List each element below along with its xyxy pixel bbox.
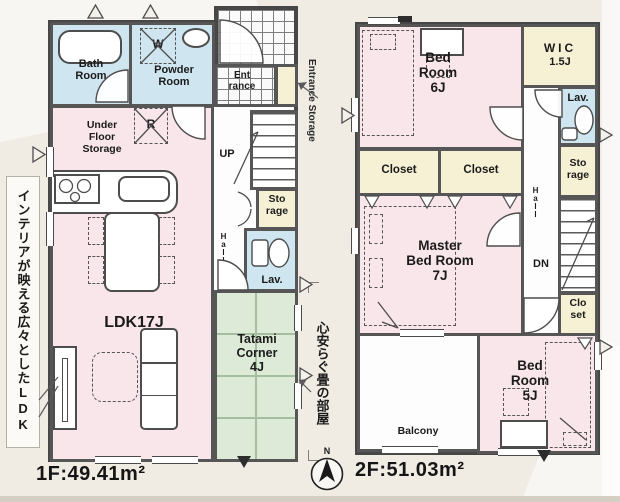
entrance-storage-annotation: Entrance Storage	[306, 58, 318, 142]
tv-board-inner	[62, 358, 68, 422]
compass-circle	[310, 457, 344, 491]
bed5-bed	[545, 342, 591, 448]
window	[46, 147, 54, 177]
vent-marker	[299, 275, 314, 294]
room-closet-small	[558, 292, 598, 336]
dining-chair	[159, 256, 175, 284]
stove	[54, 174, 100, 204]
entrance-porch	[214, 6, 298, 68]
vent-marker	[32, 145, 47, 164]
dining-table	[104, 212, 160, 292]
bg-bottom-strip	[0, 496, 620, 502]
room-tatami	[214, 290, 298, 462]
room-storage-1f	[256, 188, 298, 230]
room-balcony	[357, 333, 480, 452]
ldk-callout-box: インテリアが映える広々としたLDK	[6, 176, 40, 448]
room-lav-1f	[244, 228, 298, 292]
dining-chair	[88, 256, 104, 284]
sofa-cushion-divider	[142, 394, 176, 397]
coffee-table	[92, 352, 138, 402]
window	[351, 98, 359, 132]
floor1-area-label: 1F:49.41m²	[36, 463, 146, 485]
bed6-desk	[420, 28, 464, 56]
floor2-area-label: 2F:51.03m²	[355, 459, 465, 481]
bed5-desk	[500, 420, 548, 448]
tatami-callout-bracket-bottom	[308, 450, 319, 461]
tatami-callout-text: 心安らぐ畳の部屋	[314, 321, 330, 425]
room-lav-2f	[558, 86, 598, 146]
bathtub	[58, 30, 122, 64]
window	[594, 342, 602, 370]
room-closet-left	[357, 148, 441, 196]
compass	[310, 457, 344, 491]
bg-right-strip	[602, 0, 620, 502]
dining-chair	[88, 217, 104, 245]
master-pillow	[369, 214, 383, 244]
tatami-callout-bracket-top	[308, 282, 319, 293]
bed6-pillow	[370, 34, 396, 50]
room-closet-right	[438, 148, 524, 196]
window	[152, 456, 198, 464]
compass-north-label: N	[323, 446, 331, 456]
washing-machine	[140, 28, 176, 64]
window	[400, 329, 444, 337]
bed6-bed	[362, 30, 414, 136]
window	[46, 212, 54, 246]
refrigerator	[134, 108, 168, 144]
window	[382, 446, 438, 454]
vent-marker	[86, 3, 105, 19]
window	[351, 228, 359, 254]
bed5-chair	[503, 388, 529, 416]
entrance-storage-leader	[297, 82, 319, 99]
sofa	[140, 328, 178, 430]
room-wic	[521, 24, 598, 88]
bed5-pillow	[563, 432, 587, 446]
stairs-down-2f	[558, 196, 598, 294]
bed6-chair	[426, 60, 450, 78]
powder-sink	[182, 28, 210, 48]
window	[294, 383, 302, 409]
window	[498, 448, 548, 456]
dining-chair	[159, 217, 175, 245]
room-storage-2f	[558, 144, 598, 198]
vent-marker	[299, 366, 314, 385]
compass-needle	[319, 459, 335, 482]
window	[95, 456, 141, 464]
vent-marker	[599, 126, 614, 144]
tv-board	[53, 346, 77, 430]
entrance-inner	[214, 64, 277, 107]
stairs-up-1f	[250, 110, 298, 190]
ldk-callout-text: インテリアが映える広々としたLDK	[15, 189, 31, 433]
window	[368, 17, 400, 25]
master-pillow	[369, 258, 383, 288]
entrance-storage-1f	[275, 64, 298, 107]
kitchen-sink	[118, 176, 170, 202]
sofa-cushion-divider	[142, 362, 176, 364]
hall-2f	[524, 88, 558, 336]
leader-arrowhead	[298, 82, 307, 90]
master-bed	[364, 206, 456, 326]
window	[294, 305, 302, 331]
vent-marker	[141, 3, 160, 19]
